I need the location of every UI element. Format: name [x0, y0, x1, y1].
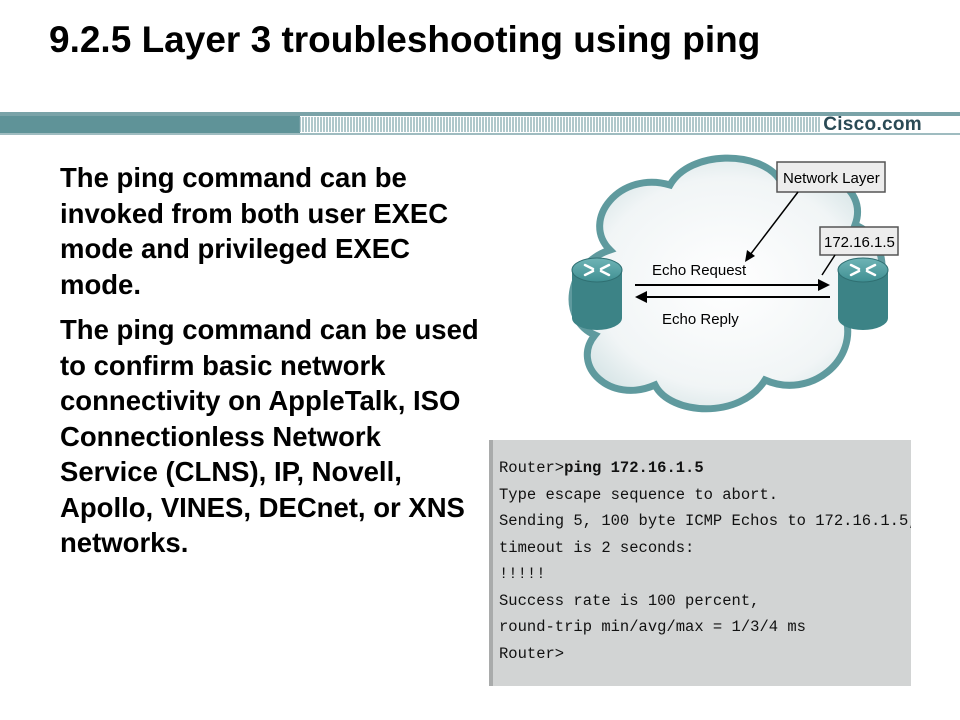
terminal-line: Type escape sequence to abort.	[499, 485, 779, 504]
network-layer-label: Network Layer	[783, 170, 880, 187]
bullet-list: The ping command can be invoked from bot…	[60, 160, 480, 571]
echo-request-arrow	[635, 279, 830, 291]
terminal-output: Router>ping 172.16.1.5 Type escape seque…	[489, 440, 911, 686]
router-icon	[571, 257, 623, 330]
ip-label: 172.16.1.5	[824, 234, 895, 251]
terminal-line: Success rate is 100 percent,	[499, 591, 760, 610]
echo-request-label: Echo Request	[652, 262, 747, 279]
terminal-text: Router>ping 172.16.1.5 Type escape seque…	[489, 440, 911, 667]
terminal-shadow	[489, 440, 493, 686]
router-icon	[837, 257, 889, 330]
terminal-prompt: Router>	[499, 459, 565, 477]
terminal-command: ping 172.16.1.5	[564, 459, 704, 477]
echo-reply-arrow	[635, 291, 830, 303]
terminal-line: round-trip min/avg/max = 1/3/4 ms	[499, 618, 806, 636]
terminal-line: Sending 5, 100 byte ICMP Echos to 172.16…	[499, 512, 911, 530]
terminal-line: Router>	[499, 644, 565, 663]
slide-title: 9.2.5 Layer 3 troubleshooting using ping	[49, 19, 761, 60]
terminal-line: !!!!!	[499, 565, 546, 583]
header-band	[0, 112, 960, 136]
ping-diagram: Echo Request Echo Reply Network Layer 17…	[540, 140, 940, 440]
bullet-ping-modes: The ping command can be invoked from bot…	[60, 162, 449, 300]
echo-reply-label: Echo Reply	[662, 311, 739, 328]
network-layer-callout	[745, 161, 886, 262]
terminal-line: timeout is 2 seconds:	[499, 538, 695, 557]
ip-callout	[819, 226, 899, 276]
cisco-brand: Cisco.com	[823, 114, 922, 135]
bullet-ping-protocols: The ping command can be used to confirm …	[60, 314, 479, 558]
